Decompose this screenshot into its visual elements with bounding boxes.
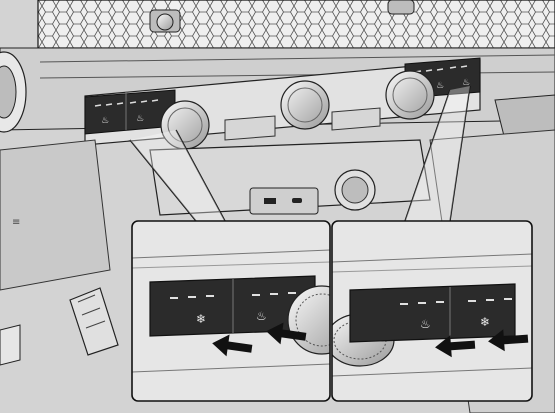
arrow-heated-seat-right xyxy=(435,335,476,358)
arrow-fan-seat-right xyxy=(488,329,529,352)
callout-right: ♨ ❄ xyxy=(332,221,532,401)
fan-seat-icon: ❄ xyxy=(480,315,490,329)
center-console xyxy=(149,139,431,216)
left-side-vent xyxy=(0,51,27,133)
svg-text:♨: ♨ xyxy=(136,114,144,124)
vent-grille xyxy=(37,0,555,49)
svg-text:≡: ≡ xyxy=(12,217,20,228)
left-indicator-dashes xyxy=(170,292,296,299)
svg-text:♨: ♨ xyxy=(462,78,470,88)
arrow-fan-seat-left xyxy=(212,334,253,357)
callout-left: ❄ ♨ xyxy=(132,221,330,401)
right-seat-button-panel xyxy=(349,283,516,343)
svg-text:♨: ♨ xyxy=(436,81,444,91)
driver-footwell: ≡ xyxy=(0,139,119,366)
fan-seat-icon: ❄ xyxy=(196,312,206,326)
callout-leader-lines xyxy=(129,85,471,222)
heated-seat-icon: ♨ xyxy=(256,309,267,323)
arrow-heated-seat-left xyxy=(266,322,307,345)
svg-text:♨: ♨ xyxy=(101,116,109,126)
climate-control-panel: ♨ ♨ ♨ ♨ xyxy=(84,57,481,150)
heated-seat-icon: ♨ xyxy=(420,317,431,331)
right-indicator-dashes xyxy=(400,298,512,305)
